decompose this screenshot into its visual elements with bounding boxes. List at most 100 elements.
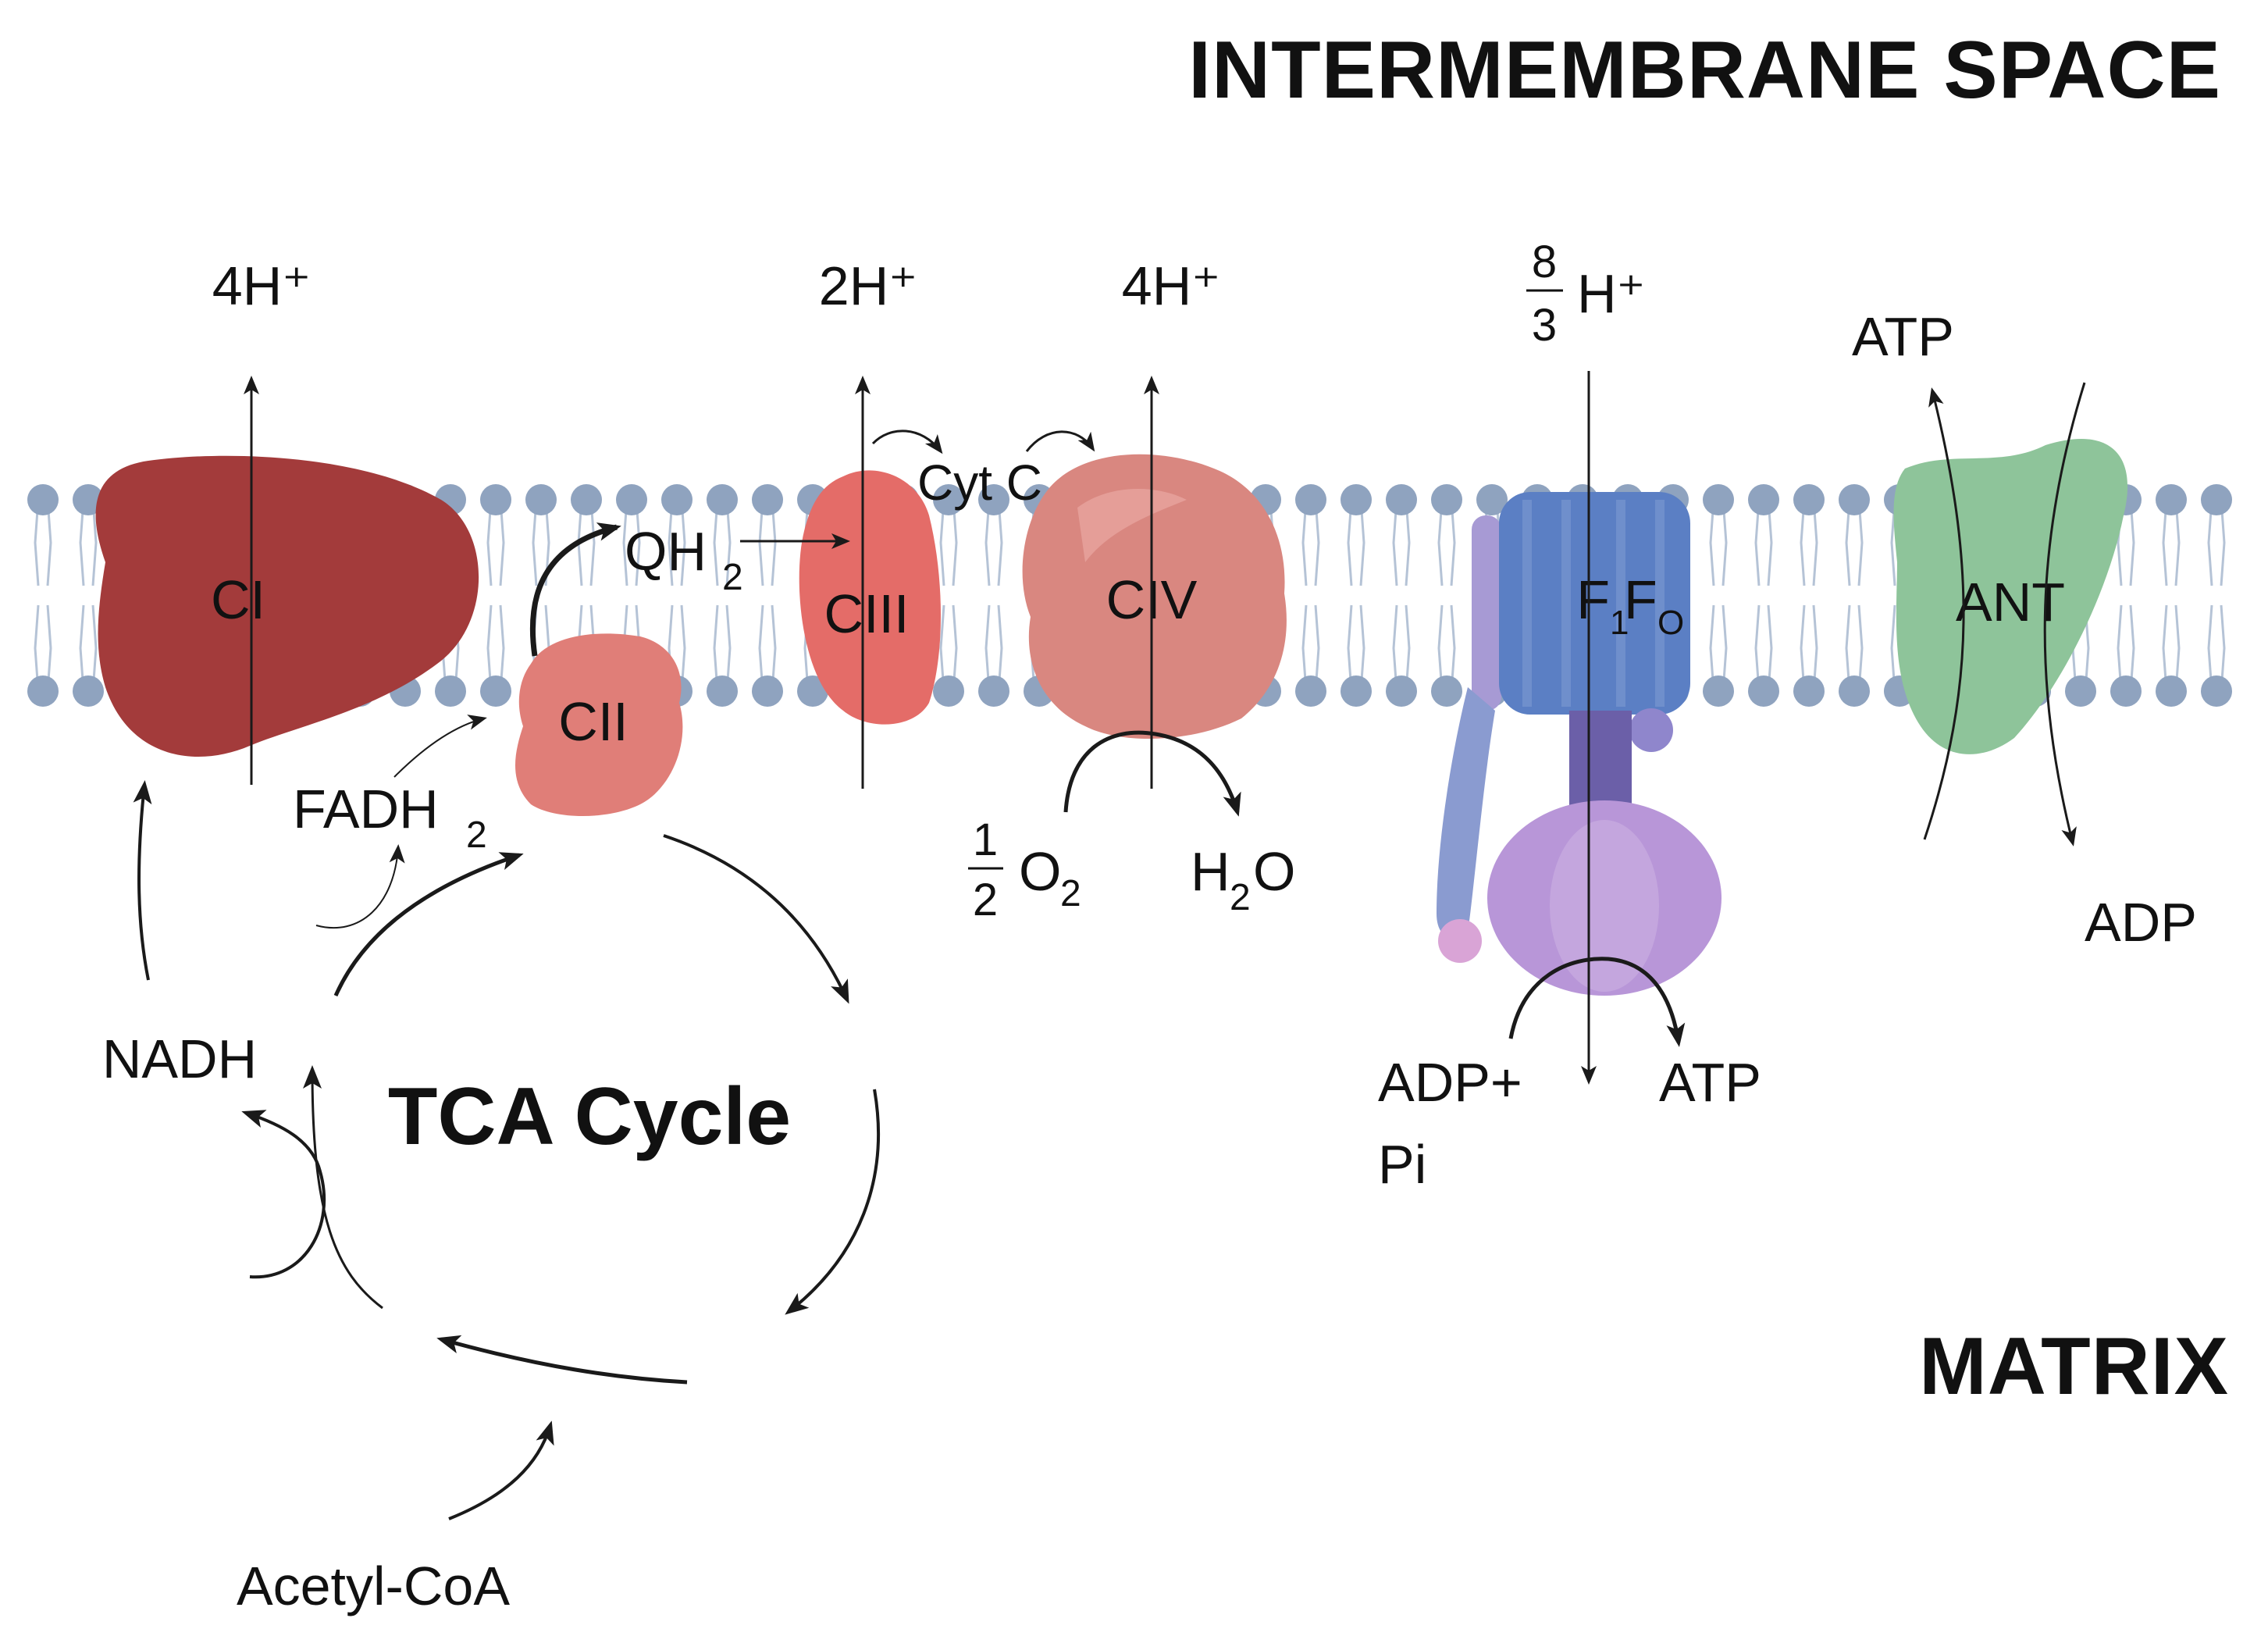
lipid-head — [2201, 484, 2232, 515]
tca-cycle-label: TCA Cycle — [388, 1071, 791, 1162]
tca-arrow-to-cii — [333, 852, 524, 997]
f1fo-label-f2: F — [1624, 569, 1657, 630]
adp-pi-label-line2: Pi — [1378, 1134, 1426, 1195]
ant-atp-label: ATP — [1852, 306, 1954, 367]
fadh2-label-sub: 2 — [466, 814, 487, 856]
lipid-head — [480, 675, 511, 707]
lipid-head — [1703, 675, 1734, 707]
lipid-head — [1476, 484, 1508, 515]
lipid-head — [571, 484, 602, 515]
lipid-head — [1386, 484, 1417, 515]
lipid-head — [1341, 484, 1372, 515]
lipid-head — [27, 675, 59, 707]
fadh2-label: FADH 2 — [293, 779, 487, 856]
lipid-head — [1748, 484, 1779, 515]
ant-adp-label: ADP — [2085, 892, 2197, 953]
tca-arrow-to-fadh2 — [315, 844, 405, 929]
half-o2-denominator: 2 — [973, 875, 998, 925]
lipid-head — [752, 675, 783, 707]
lipid-head — [525, 484, 557, 515]
lipid-head — [1295, 675, 1326, 707]
tca-arrow-left-curve — [241, 1110, 326, 1279]
lipid-head — [73, 675, 104, 707]
complex-iv-highlight — [1077, 489, 1187, 562]
lipid-head — [1793, 675, 1825, 707]
qh2-label-sub: 2 — [722, 557, 743, 598]
lipid-head — [1839, 484, 1870, 515]
lipid-head — [1703, 484, 1734, 515]
complex-i-shape — [95, 455, 479, 757]
cytc-label: Cyt C — [917, 454, 1042, 511]
complex-ii: CII — [515, 633, 683, 816]
h2o-label-h: H — [1191, 841, 1230, 902]
fadh2-to-cii-arrow — [393, 715, 487, 778]
lipid-head — [435, 675, 466, 707]
atp-synthase-fo-ring — [1499, 492, 1690, 715]
atp-synthase-peripheral-stalk — [1472, 515, 1501, 711]
lipid-head — [1295, 484, 1326, 515]
atp-synthase: F 1 F O — [1437, 492, 1721, 996]
complex-ii-label: CII — [558, 691, 628, 752]
lipid-head — [616, 484, 647, 515]
cytc-to-civ-arrow — [1025, 430, 1095, 452]
h2o-label-o: O — [1253, 841, 1295, 902]
ciii-to-cytc-arrow — [871, 429, 943, 454]
civ-protons-label: 4H⁺ — [1122, 255, 1220, 316]
atp-synthase-fo-stripe-4 — [1655, 500, 1665, 707]
atp-synthase-fo-stripe-1 — [1522, 500, 1532, 707]
nadh-to-ci-arrow — [133, 780, 152, 981]
tca-arrow-bottom — [436, 1335, 688, 1385]
tca-arrow-top-right — [663, 834, 849, 1004]
lipid-head — [752, 484, 783, 515]
lipid-head — [978, 675, 1009, 707]
f1fo-protons-h: H⁺ — [1577, 263, 1646, 324]
lipid-head — [2201, 675, 2232, 707]
complex-ii-shape — [515, 633, 683, 816]
f1fo-protons-label: 8 3 H⁺ — [1526, 237, 1646, 351]
lipid-head — [1748, 675, 1779, 707]
lipid-head — [797, 675, 828, 707]
h2o-label-sub: 2 — [1230, 877, 1251, 918]
lipid-head — [978, 484, 1009, 515]
f1fo-label: F 1 F O — [1576, 569, 1684, 642]
qh2-label-text: QH — [625, 521, 707, 582]
adp-to-atp-arrow — [1508, 957, 1686, 1047]
intermembrane-space-label: INTERMEMBRANE SPACE — [1188, 25, 2221, 116]
lipid-head — [1341, 675, 1372, 707]
acetyl-coa-arrow — [448, 1420, 554, 1520]
lipid-head — [27, 484, 59, 515]
tca-arrow-left-lower — [303, 1065, 383, 1310]
lipid-head — [2156, 484, 2187, 515]
lipid-head — [933, 675, 964, 707]
o2-to-h2o-arrow — [1063, 730, 1241, 817]
f1fo-protons-numerator: 8 — [1532, 237, 1557, 287]
f1fo-label-f1: F — [1576, 569, 1610, 630]
half-o2-o: O — [1019, 841, 1061, 902]
lipid-head — [1839, 675, 1870, 707]
lipid-head — [1793, 484, 1825, 515]
half-o2-sub: 2 — [1060, 873, 1081, 914]
lipid-head — [480, 484, 511, 515]
half-o2-numerator: 1 — [973, 814, 998, 865]
ant-adp-arrow — [2043, 382, 2086, 847]
ciii-protons-label: 2H⁺ — [819, 255, 917, 316]
f1fo-protons-denominator: 3 — [1532, 300, 1557, 351]
atp-synthase-f1-lobe — [1550, 820, 1659, 992]
h2o-label: H 2 O — [1191, 841, 1295, 918]
half-o2-label: 1 2 O 2 — [968, 814, 1081, 925]
cii-to-qh2-arrow — [529, 522, 621, 657]
complex-i-label: CI — [211, 569, 265, 630]
lipid-head — [2156, 675, 2187, 707]
atp-synthase-side-bump — [1629, 708, 1673, 752]
ant-atp-arrow — [1923, 387, 1965, 840]
complex-iii-label: CIII — [824, 583, 910, 644]
qh2-label: QH 2 — [625, 521, 743, 598]
lipid-head — [707, 675, 738, 707]
f1fo-label-sub1: 1 — [1610, 604, 1629, 642]
lipid-head — [933, 484, 964, 515]
ant-shape — [1893, 439, 2128, 754]
matrix-label: MATRIX — [1919, 1321, 2229, 1412]
lipid-head — [661, 484, 693, 515]
ant-label: ANT — [1956, 572, 2065, 633]
